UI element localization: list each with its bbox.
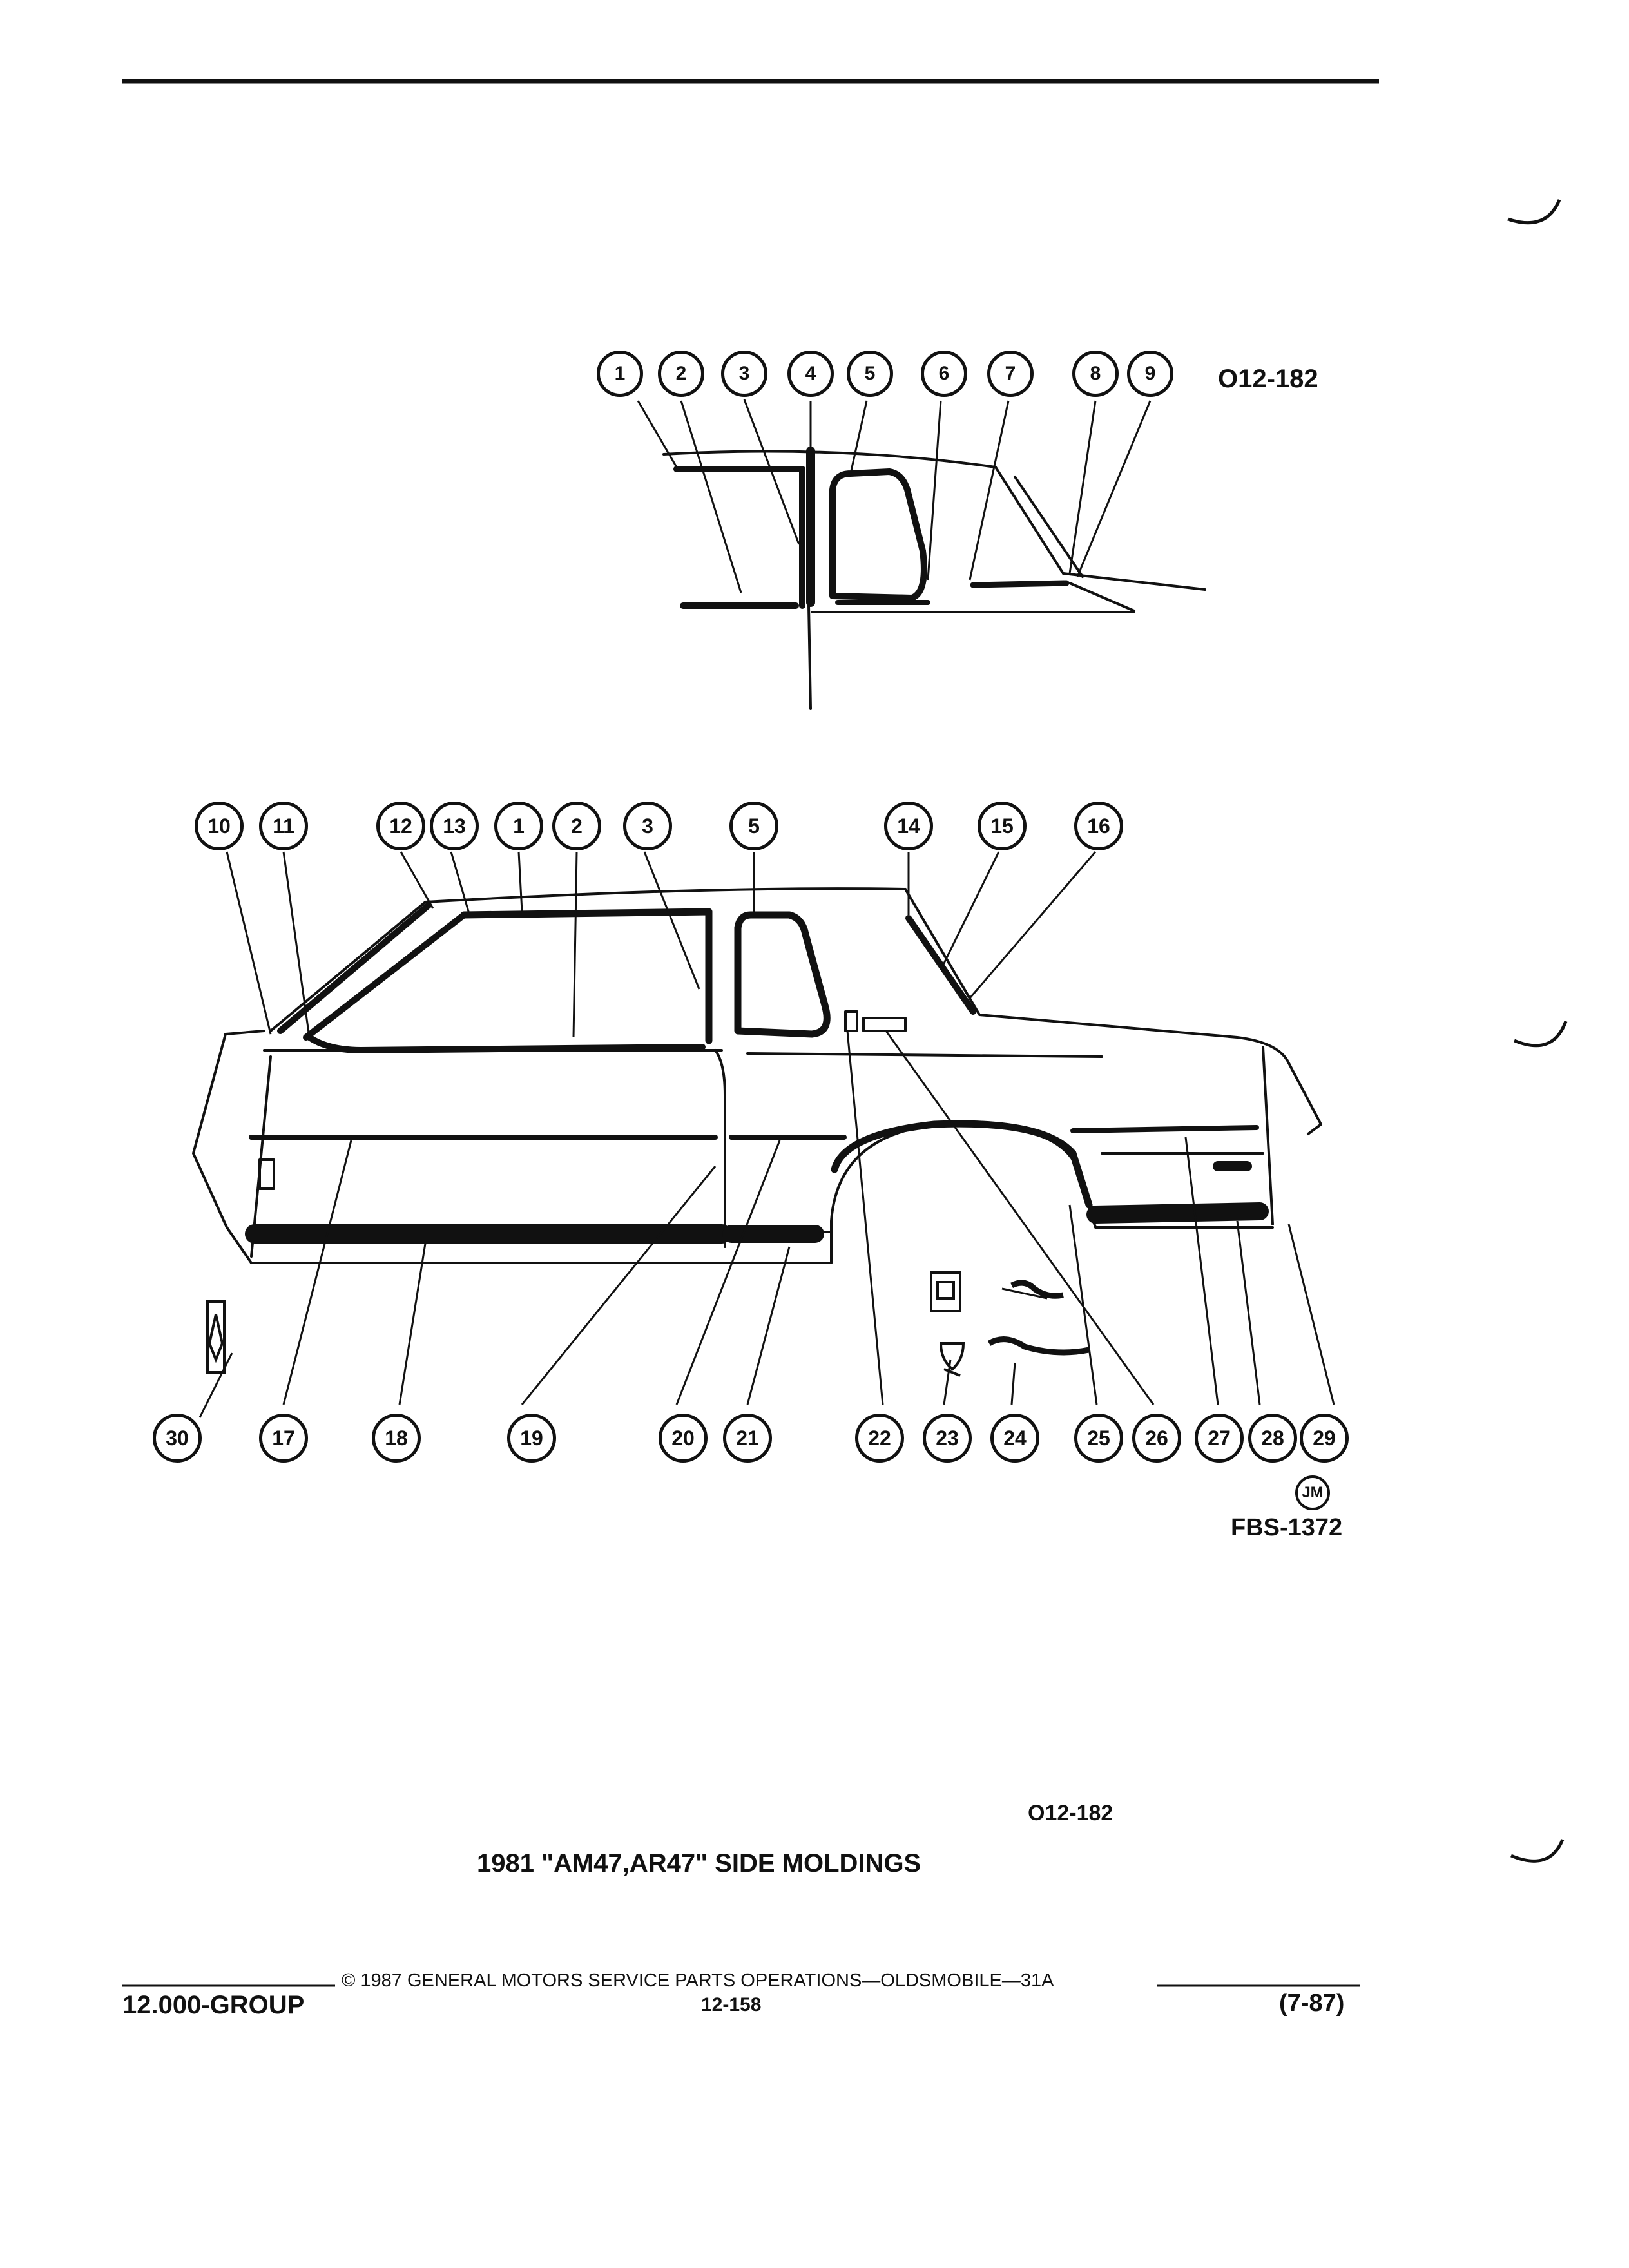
rear-end bbox=[1262, 1046, 1274, 1225]
windshield-outer bbox=[269, 901, 427, 1032]
callout-marker: 7 bbox=[987, 351, 1034, 397]
deck-line bbox=[1062, 572, 1206, 612]
callout-marker: 8 bbox=[1072, 351, 1119, 397]
quarter-reveal-molding bbox=[970, 580, 1070, 588]
main-diagram-code: FBS-1372 bbox=[1231, 1514, 1343, 1541]
stamp-badge: JM bbox=[1295, 1475, 1330, 1510]
callout-marker: 5 bbox=[847, 351, 893, 397]
crest-emblem bbox=[939, 1342, 965, 1377]
roof-outline bbox=[424, 887, 907, 903]
rear-pillar bbox=[994, 466, 1084, 578]
main-leader-lines bbox=[198, 851, 1335, 1418]
top-leader-lines bbox=[637, 399, 1152, 593]
fuel-door bbox=[844, 1010, 858, 1032]
footer-group: 12.000-GROUP bbox=[122, 1991, 305, 2019]
caption-title: 1981 "AM47,AR47" SIDE MOLDINGS bbox=[477, 1849, 921, 1878]
windshield-reveal bbox=[277, 902, 467, 1041]
emblems bbox=[206, 1271, 1090, 1377]
door-belt-molding bbox=[306, 1034, 706, 1053]
callout-marker: 18 bbox=[372, 1414, 421, 1463]
callout-marker: 17 bbox=[259, 1414, 308, 1463]
callout-marker: 1 bbox=[494, 802, 543, 850]
callout-marker: 16 bbox=[1074, 802, 1123, 850]
callout-marker: 28 bbox=[1248, 1414, 1297, 1463]
callout-marker: 24 bbox=[990, 1414, 1039, 1463]
window-detail-view bbox=[662, 447, 1206, 710]
upper-frame-molding bbox=[673, 466, 805, 609]
hood-line bbox=[224, 1030, 265, 1035]
binder-mark bbox=[1507, 199, 1561, 225]
door-front-edge bbox=[250, 1055, 272, 1258]
callout-marker: 9 bbox=[1127, 351, 1173, 397]
callout-marker: 3 bbox=[721, 351, 767, 397]
callout-marker: 4 bbox=[787, 351, 834, 397]
quarter-rocker-molding bbox=[722, 1202, 1269, 1243]
callout-marker: 1 bbox=[597, 351, 643, 397]
footer-copyright: © 1987 GENERAL MOTORS SERVICE PARTS OPER… bbox=[342, 1970, 1054, 1991]
script-emblem-small bbox=[1010, 1280, 1064, 1299]
callout-marker: 25 bbox=[1074, 1414, 1123, 1463]
hood-ornament bbox=[206, 1300, 226, 1374]
callout-marker: 20 bbox=[659, 1414, 708, 1463]
callout-marker: 21 bbox=[723, 1414, 772, 1463]
quarter-window-frame bbox=[829, 468, 927, 601]
caption-code: O12-182 bbox=[1028, 1801, 1113, 1825]
callout-marker: 14 bbox=[884, 802, 933, 850]
fuel-door-emblem bbox=[930, 1271, 961, 1312]
callout-marker: 11 bbox=[259, 802, 308, 850]
callout-marker: 10 bbox=[195, 802, 244, 850]
door-rear-edge bbox=[714, 1049, 726, 1248]
callout-marker: 13 bbox=[430, 802, 479, 850]
callout-marker: 30 bbox=[153, 1414, 202, 1463]
script-emblem-large bbox=[987, 1336, 1090, 1356]
quarter-window bbox=[734, 911, 831, 1038]
footer-date: (7-87) bbox=[1279, 1990, 1345, 2017]
car-moldings bbox=[245, 902, 1269, 1244]
callout-marker: 2 bbox=[658, 351, 704, 397]
binder-mark bbox=[1510, 1839, 1565, 1863]
callout-marker: 22 bbox=[855, 1414, 904, 1463]
lamp-outline bbox=[862, 1017, 907, 1032]
roof-line bbox=[662, 450, 997, 468]
front-fascia bbox=[192, 1033, 253, 1264]
binder-mark bbox=[1514, 1021, 1568, 1048]
callout-marker: 29 bbox=[1300, 1414, 1349, 1463]
callout-marker: 19 bbox=[507, 1414, 556, 1463]
side-marks bbox=[1507, 199, 1568, 1863]
wheel-opening-molding bbox=[831, 1120, 1093, 1209]
callout-marker: 6 bbox=[921, 351, 967, 397]
callout-marker: 12 bbox=[376, 802, 425, 850]
rear-roof bbox=[904, 888, 1322, 1135]
door-edge bbox=[807, 604, 812, 710]
callout-marker: 26 bbox=[1132, 1414, 1181, 1463]
top-diagram-code: O12-182 bbox=[1218, 365, 1318, 393]
callout-marker: 15 bbox=[978, 802, 1027, 850]
callout-marker: 2 bbox=[552, 802, 601, 850]
callout-marker: 5 bbox=[729, 802, 778, 850]
sail-panel-molding bbox=[905, 915, 976, 1015]
footer-page-number: 12-158 bbox=[701, 1994, 762, 2015]
front-marker bbox=[258, 1158, 275, 1190]
callout-marker: 27 bbox=[1195, 1414, 1244, 1463]
quarter-bodyside-molding bbox=[729, 1125, 1259, 1140]
callout-marker: 3 bbox=[623, 802, 672, 850]
roof-drip-molding bbox=[460, 908, 713, 1044]
callout-marker: 23 bbox=[923, 1414, 972, 1463]
